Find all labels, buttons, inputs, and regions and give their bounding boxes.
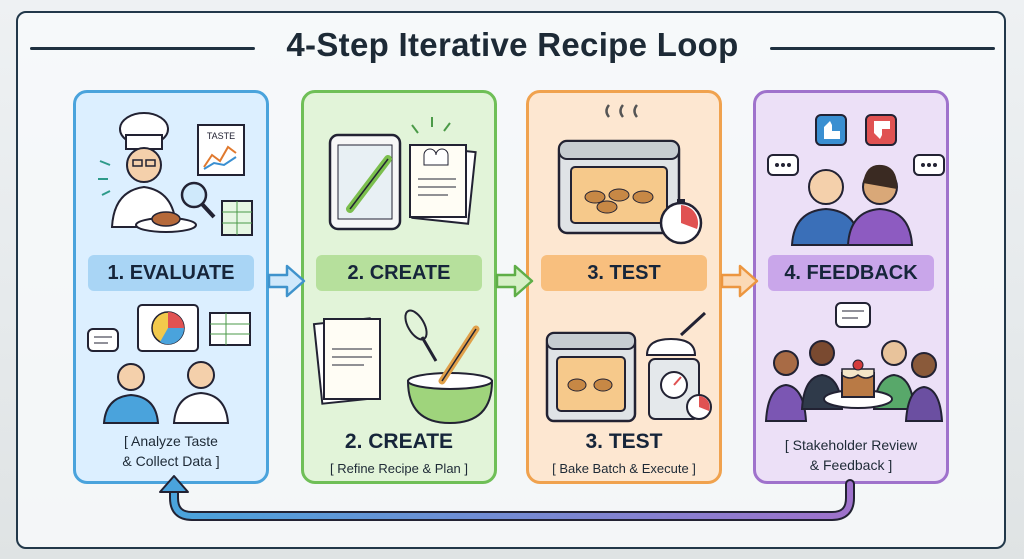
timer-icon — [686, 394, 712, 420]
caption-line: [ Stakeholder Review — [784, 437, 918, 453]
step-label-create: 2. CREATE — [316, 255, 482, 291]
loop-back-arrow — [159, 475, 855, 521]
chat-bubble-icon — [835, 302, 871, 328]
caption-line: & Collect Data ] — [122, 453, 220, 469]
step-card-feedback: 4. FEEDBACK [ Stakeholder Review & Feedb… — [753, 90, 949, 484]
tablet-icon — [328, 133, 402, 231]
step-card-evaluate: TASTE 1. EVALUATE — [73, 90, 269, 484]
spreadsheet-icon — [209, 312, 251, 346]
cake-icon — [823, 359, 893, 409]
pencil-icon — [438, 325, 480, 385]
caption-line: & Feedback ] — [809, 457, 893, 473]
arrow-create-to-test — [495, 264, 534, 298]
create-bottom-illustration — [312, 309, 494, 425]
step-subtitle-create: 2. CREATE — [344, 430, 454, 453]
evaluate-bottom-illustration — [87, 304, 251, 424]
caption-line: [ Analyze Taste — [124, 433, 218, 449]
chat-bubble-icon — [767, 154, 945, 176]
step-subtitle-test: 3. TEST — [585, 430, 663, 453]
step-caption-create: [ Refine Recipe & Plan ] — [329, 461, 469, 476]
timer-icon — [659, 199, 703, 245]
pie-chart-icon — [137, 304, 199, 352]
thumbs-up-icon — [815, 114, 847, 146]
recipe-card-icon — [409, 144, 477, 225]
magnifier-icon — [180, 181, 216, 219]
spreadsheet-icon — [221, 200, 253, 236]
whisk-icon — [404, 309, 438, 362]
step-caption-test: [ Bake Batch & Execute ] — [552, 461, 696, 476]
title-bar: 4-Step Iterative Recipe Loop — [30, 26, 995, 70]
create-top-illustration — [328, 117, 477, 231]
pencil-icon — [346, 155, 392, 213]
test-top-illustration — [557, 104, 703, 245]
chart-icon: TASTE — [197, 124, 245, 176]
arrow-test-to-feedback — [720, 264, 759, 298]
title-rule-right — [770, 47, 995, 50]
svg-text:TASTE: TASTE — [207, 131, 235, 141]
step-label-feedback: 4. FEEDBACK — [768, 255, 934, 291]
people-icon — [790, 164, 914, 246]
step-card-create: 2. CREATE 2. CREATE [ Refine Recipe & Pl… — [301, 90, 497, 484]
step-label-evaluate: 1. EVALUATE — [88, 255, 254, 291]
people-icon — [102, 361, 230, 424]
feedback-bottom-illustration — [764, 302, 944, 422]
chat-bubble-icon — [87, 328, 119, 352]
title-rule-left — [30, 47, 255, 50]
step-caption-evaluate: [ Analyze Taste & Collect Data ] — [82, 431, 260, 471]
step-label-test: 3. TEST — [541, 255, 707, 291]
thumbs-down-icon — [865, 114, 897, 146]
diagram-title: 4-Step Iterative Recipe Loop — [286, 26, 739, 63]
arrow-evaluate-to-create — [267, 264, 306, 298]
feedback-top-illustration — [767, 114, 945, 246]
test-bottom-illustration — [545, 311, 712, 423]
mixing-bowl-icon — [406, 372, 494, 425]
step-caption-feedback: [ Stakeholder Review & Feedback ] — [762, 435, 940, 475]
oven-icon — [545, 331, 637, 423]
chef-icon — [110, 112, 197, 233]
step-card-test: 3. TEST 3. TEST [ Bake Batch & Execute ] — [526, 90, 722, 484]
recipe-card-icon — [312, 317, 381, 405]
evaluate-top-illustration: TASTE — [98, 112, 253, 236]
oven-icon — [557, 139, 681, 235]
